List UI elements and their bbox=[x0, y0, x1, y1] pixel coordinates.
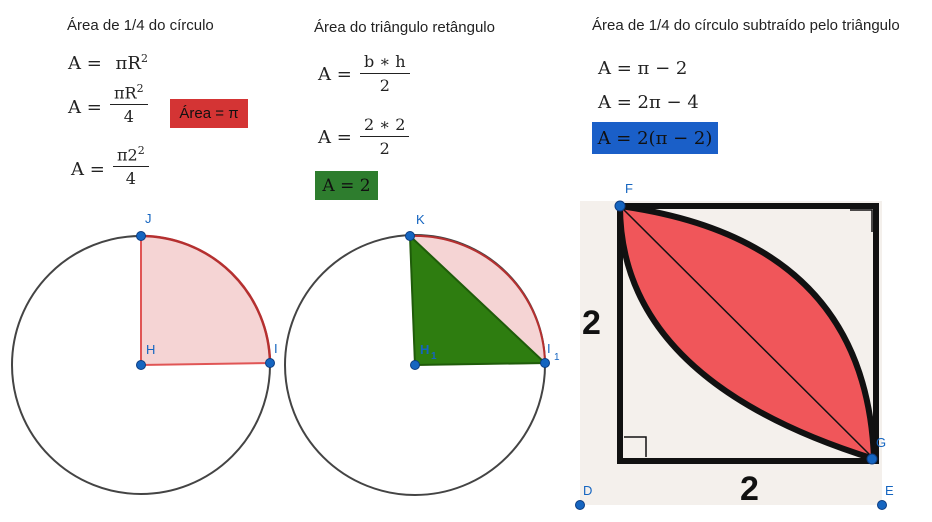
panel3-title: Área de 1/4 do círculo subtraído pelo tr… bbox=[592, 17, 900, 34]
panel3-square bbox=[617, 203, 879, 464]
panel1-eq1-rhs: πR bbox=[115, 53, 141, 74]
point-I[interactable] bbox=[265, 358, 275, 368]
panel2-result: A = 2 bbox=[315, 171, 378, 200]
panel1-eq3-num: π2 bbox=[117, 145, 138, 165]
point-H[interactable] bbox=[136, 360, 146, 370]
point-E[interactable] bbox=[877, 500, 887, 510]
point-K[interactable] bbox=[405, 231, 415, 241]
point-J[interactable] bbox=[136, 231, 146, 241]
point-H1[interactable] bbox=[410, 360, 420, 370]
point-G[interactable] bbox=[866, 453, 878, 465]
panel3-diagonal bbox=[619, 205, 875, 460]
label-K: K bbox=[416, 212, 425, 227]
label-F: F bbox=[625, 181, 633, 196]
panel1-eq2-frac: πR2 4 bbox=[110, 82, 148, 126]
panel1-eq2-num: πR bbox=[114, 83, 137, 103]
panel1-eq2-num-exp: 2 bbox=[136, 82, 144, 95]
label-D: D bbox=[583, 483, 592, 498]
label-I1-sub: 1 bbox=[554, 352, 560, 363]
panel2-title: Área do triângulo retângulo bbox=[314, 19, 495, 36]
panel2-eq1-frac: b ∗ h 2 bbox=[360, 52, 410, 95]
panel1-eq2-lhs: A = bbox=[68, 97, 102, 118]
label-I: I bbox=[274, 341, 278, 356]
point-D[interactable] bbox=[575, 500, 585, 510]
panel2-eq2-den: 2 bbox=[379, 139, 390, 158]
panel2-eq2-num: 2 ∗ 2 bbox=[360, 115, 410, 137]
panel2-figure: K H 1 I 1 bbox=[284, 212, 560, 496]
panel2-sector-arc bbox=[409, 234, 546, 364]
label-H: H bbox=[146, 342, 155, 357]
panel2-triangle bbox=[408, 233, 548, 367]
panel3-result: A = 2(π − 2) bbox=[592, 122, 718, 154]
label-J: J bbox=[145, 211, 152, 226]
panel1-eq3-den: 4 bbox=[125, 169, 136, 189]
panel1-eq1: A = πR2 bbox=[68, 52, 148, 74]
panel2-eq1-num: b ∗ h bbox=[360, 52, 410, 74]
panel1-eq2-den: 4 bbox=[123, 107, 134, 127]
panel2-eq2-frac: 2 ∗ 2 2 bbox=[360, 115, 410, 158]
panel1-title: Área de 1/4 do círculo bbox=[67, 17, 214, 34]
right-angle-bottom bbox=[624, 436, 647, 457]
side-left-length: 2 bbox=[582, 304, 601, 342]
point-F[interactable] bbox=[614, 200, 626, 212]
panel2-eq1-den: 2 bbox=[379, 76, 390, 95]
right-angle-top bbox=[850, 209, 873, 232]
panel1-figure: J H I bbox=[11, 211, 278, 495]
point-I1[interactable] bbox=[540, 358, 550, 368]
panel2-eq2-lhs: A = bbox=[318, 127, 352, 148]
label-H1-sub: 1 bbox=[431, 351, 437, 362]
panel1-eq3-frac: π22 4 bbox=[113, 144, 149, 188]
label-E: E bbox=[885, 483, 894, 498]
side-bottom-length: 2 bbox=[740, 470, 759, 508]
panel3-eq2: A = 2π − 4 bbox=[598, 92, 699, 113]
panel1-eq3-lhs: A = bbox=[71, 159, 105, 180]
panel1-result: Área = π bbox=[170, 99, 248, 128]
panel3-figure: F G D E 2 2 bbox=[575, 181, 894, 510]
panel1-eq1-exp: 2 bbox=[140, 52, 148, 65]
label-I1: I bbox=[547, 341, 551, 356]
label-G: G bbox=[876, 435, 886, 450]
panel1-sector-arc bbox=[140, 234, 272, 364]
panel1-eq3-num-exp: 2 bbox=[137, 144, 145, 157]
panel2-eq1-lhs: A = bbox=[318, 64, 352, 85]
panel1-eq1-lhs: A = bbox=[68, 53, 102, 74]
panel1-sector bbox=[140, 234, 272, 367]
panel3-eq1: A = π − 2 bbox=[598, 58, 688, 79]
label-H1: H bbox=[420, 342, 429, 357]
